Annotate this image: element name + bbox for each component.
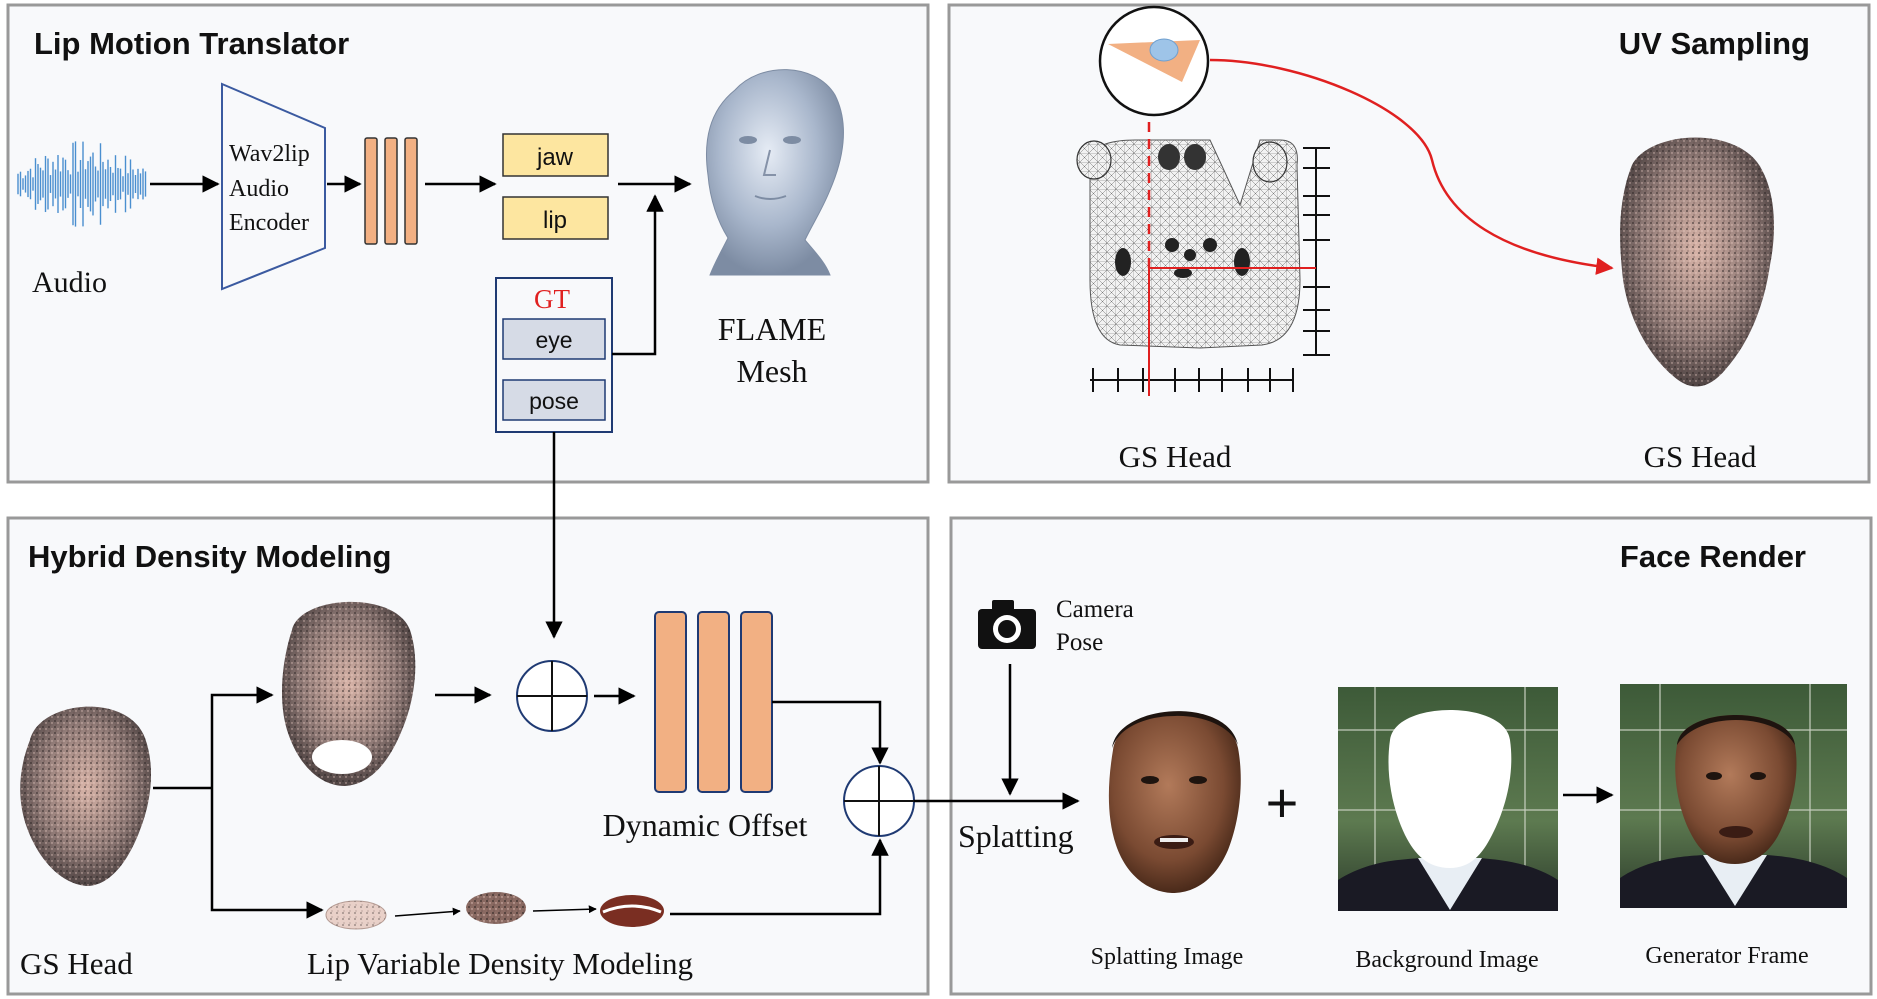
encoder-line-1: Wav2lip: [229, 141, 310, 167]
encoder-line-3: Encoder: [229, 210, 309, 236]
audio-waveform-icon: [17, 141, 147, 227]
arrow-lip-2-to-3: [532, 905, 597, 914]
panel-title: UV Sampling: [1619, 26, 1810, 61]
panel-face-render: Face Render Camera Pose Splatting Splatt…: [914, 516, 1873, 996]
dynamic-offset-label: Dynamic Offset: [603, 807, 808, 843]
audio-label: Audio: [32, 266, 107, 299]
pose-param-label: pose: [529, 388, 579, 414]
dynamic-offset-bars: [654, 611, 773, 793]
gt-label: GT: [534, 284, 570, 314]
camera-line-1: Camera: [1056, 596, 1134, 623]
panel-title: Lip Motion Translator: [34, 26, 349, 61]
uv-left-label: GS Head: [1119, 439, 1232, 474]
wav2lip-encoder-block: [221, 82, 326, 291]
background-image: [1338, 687, 1558, 911]
lip-density-sequence-image: [325, 892, 664, 930]
uv-right-label: GS Head: [1644, 439, 1757, 474]
uv-sample-zoom-icon: [1098, 5, 1210, 117]
camera-icon: [978, 600, 1036, 649]
lip-modeling-label: Lip Variable Density Modeling: [307, 946, 693, 981]
panel-uv-sampling: UV Sampling: [947, 3, 1871, 484]
panel-hybrid-density: Hybrid Density Modeling GS Head: [6, 432, 930, 996]
panel-lip-motion-translator: Lip Motion Translator Audio Wav2lip Audi…: [6, 3, 930, 484]
generator-frame-image: [1620, 684, 1847, 908]
jaw-param-box: [502, 133, 609, 177]
splatting-label: Splatting: [958, 818, 1074, 854]
pose-param-box: [502, 379, 606, 421]
generator-frame-label: Generator Frame: [1645, 943, 1808, 969]
background-image-label: Background Image: [1355, 947, 1538, 973]
uv-to-gs-head-curve: [1209, 58, 1614, 275]
encoder-line-2: Audio: [229, 176, 289, 202]
branch-upper-arrow: [210, 686, 274, 788]
arrow-lip-to-sum2: [670, 838, 889, 916]
sum-node-1: [516, 660, 588, 732]
flame-mesh-head-image: [705, 69, 844, 276]
sum-node-2: [843, 765, 915, 837]
uv-map-image: [1076, 139, 1301, 349]
splatting-image-face: [1108, 711, 1241, 893]
uv-axes: [1090, 147, 1330, 392]
mesh-line-2: Mesh: [736, 353, 807, 389]
arrow-offset-to-sum2: [772, 700, 889, 765]
camera-line-2: Pose: [1056, 629, 1103, 656]
lip-param-box: [502, 196, 609, 240]
panel-title: Face Render: [1620, 539, 1806, 574]
plus-sign: +: [1266, 771, 1299, 834]
mesh-line-1: FLAME: [718, 311, 826, 347]
branch-lower-arrow: [210, 788, 324, 919]
jaw-param-label: jaw: [536, 144, 574, 171]
lip-param-label: lip: [543, 207, 567, 234]
arrow-lip-1-to-2: [394, 907, 461, 917]
feature-bars: [364, 137, 418, 245]
splatting-image-label: Splatting Image: [1091, 944, 1244, 970]
panel-title: Hybrid Density Modeling: [28, 539, 391, 574]
gs-head-label: GS Head: [20, 946, 133, 981]
deformed-head-image: [281, 601, 416, 786]
eye-param-box: [502, 318, 606, 360]
gs-head-input-image: [20, 706, 152, 886]
eye-param-label: eye: [535, 327, 572, 353]
arrow-eye-to-mesh: [612, 194, 664, 356]
gs-head-pointcloud-image: [1620, 137, 1774, 387]
